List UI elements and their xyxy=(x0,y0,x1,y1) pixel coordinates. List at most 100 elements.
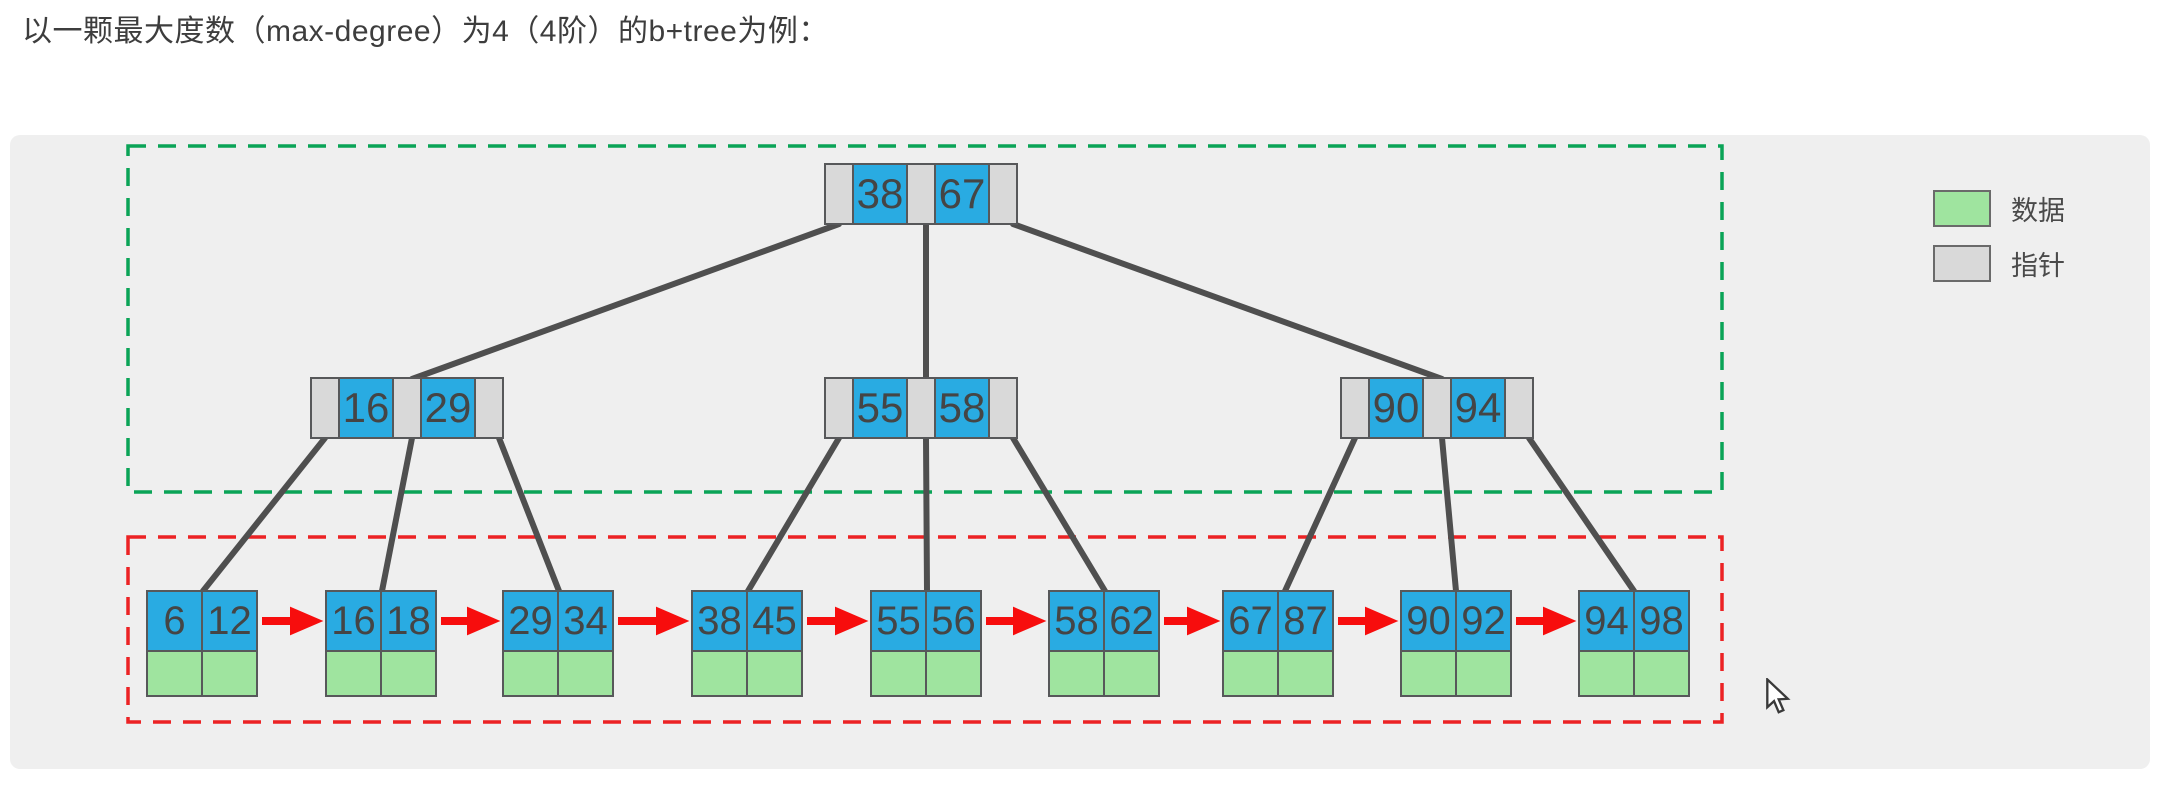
leaf-data-row xyxy=(1578,650,1690,697)
pointer-cell xyxy=(906,377,936,439)
key-cell: 90 xyxy=(1368,377,1424,439)
key-cell: 55 xyxy=(852,377,908,439)
tree-edge xyxy=(1526,435,1637,594)
tree-edge xyxy=(1010,221,1445,382)
key-cell: 67 xyxy=(1222,590,1279,652)
key-cell: 94 xyxy=(1450,377,1506,439)
key-cell: 34 xyxy=(557,590,614,652)
key-cell: 16 xyxy=(325,590,382,652)
leaf-data-row xyxy=(1048,650,1160,697)
key-cell: 92 xyxy=(1455,590,1512,652)
legend: 数据 指针 xyxy=(1933,190,2065,300)
tree-edges xyxy=(200,221,1637,594)
pointer-cell xyxy=(824,163,854,225)
pointer-cell xyxy=(906,163,936,225)
legend-data-swatch xyxy=(1933,190,1991,227)
tree-edge xyxy=(379,435,415,594)
data-cell xyxy=(691,650,748,697)
pointer-cell xyxy=(392,377,422,439)
tree-edge xyxy=(1282,435,1358,594)
internal-node-3: 90 94 xyxy=(1340,377,1534,439)
legend-data-label: 数据 xyxy=(2011,196,2065,226)
data-cell xyxy=(746,650,803,697)
legend-row-data: 数据 xyxy=(1933,190,2065,227)
tree-edge xyxy=(923,435,930,594)
data-cell xyxy=(146,650,203,697)
tree-edge xyxy=(745,435,842,594)
pointer-cell xyxy=(988,163,1018,225)
leaf-data-row xyxy=(325,650,437,697)
data-cell xyxy=(1455,650,1512,697)
data-cell xyxy=(380,650,437,697)
key-cell: 58 xyxy=(1048,590,1105,652)
key-cell: 45 xyxy=(746,590,803,652)
legend-pointer-swatch xyxy=(1933,245,1991,282)
key-cell: 12 xyxy=(201,590,258,652)
key-cell: 98 xyxy=(1633,590,1690,652)
tree-edge xyxy=(409,221,842,382)
key-cell: 38 xyxy=(691,590,748,652)
data-cell xyxy=(870,650,927,697)
leaf-data-row xyxy=(870,650,982,697)
key-cell: 55 xyxy=(870,590,927,652)
pointer-cell xyxy=(1340,377,1370,439)
leaf-data-row xyxy=(146,650,258,697)
tree-edge xyxy=(200,435,328,594)
key-cell: 29 xyxy=(502,590,559,652)
data-cell xyxy=(1048,650,1105,697)
key-cell: 56 xyxy=(925,590,982,652)
data-cell xyxy=(1277,650,1334,697)
tree-edge xyxy=(1010,435,1108,594)
root-node: 38 67 xyxy=(824,163,1018,225)
data-cell xyxy=(1578,650,1635,697)
data-cell xyxy=(1633,650,1690,697)
tree-edge xyxy=(496,435,562,594)
mouse-cursor xyxy=(1766,678,1791,714)
leaf-data-row xyxy=(502,650,614,697)
key-cell: 58 xyxy=(934,377,990,439)
pointer-cell xyxy=(474,377,504,439)
pointer-cell xyxy=(1504,377,1534,439)
data-cell xyxy=(1103,650,1160,697)
leaf-data-row xyxy=(1222,650,1334,697)
key-cell: 16 xyxy=(338,377,394,439)
key-cell: 67 xyxy=(934,163,990,225)
data-cell xyxy=(1400,650,1457,697)
data-cell xyxy=(1222,650,1279,697)
page-title: 以一颗最大度数（max-degree）为4（4阶）的b+tree为例： xyxy=(22,15,829,48)
data-cell xyxy=(325,650,382,697)
leaf-data-row xyxy=(1400,650,1512,697)
internal-node-2: 55 58 xyxy=(824,377,1018,439)
key-cell: 62 xyxy=(1103,590,1160,652)
data-cell xyxy=(557,650,614,697)
legend-pointer-label: 指针 xyxy=(2011,251,2065,281)
key-cell: 87 xyxy=(1277,590,1334,652)
key-cell: 29 xyxy=(420,377,476,439)
data-cell xyxy=(502,650,559,697)
legend-row-pointer: 指针 xyxy=(1933,245,2065,282)
pointer-cell xyxy=(988,377,1018,439)
key-cell: 38 xyxy=(852,163,908,225)
key-cell: 90 xyxy=(1400,590,1457,652)
leaf-data-row xyxy=(691,650,803,697)
data-cell xyxy=(201,650,258,697)
pointer-cell xyxy=(824,377,854,439)
